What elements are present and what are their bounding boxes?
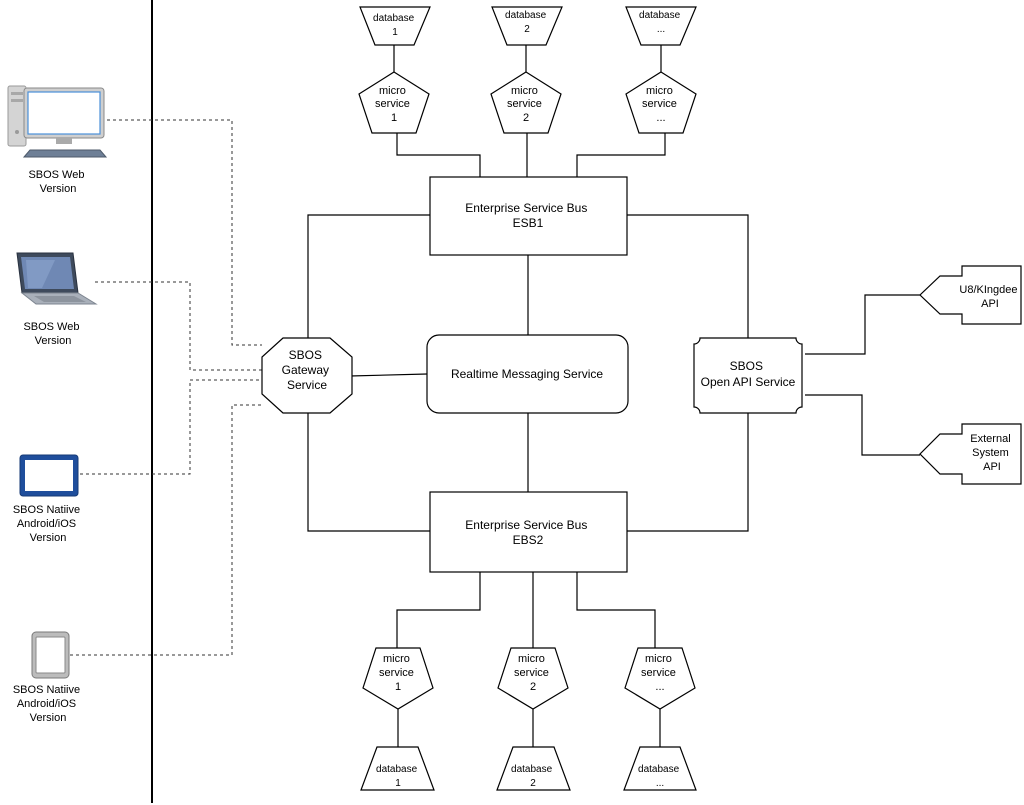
svg-text:database ...: database ... xyxy=(638,764,682,789)
solid-connectors xyxy=(307,45,920,747)
top-database-2[interactable]: database 2 xyxy=(491,6,563,46)
esb2-box[interactable]: Enterprise Service Bus EBS2 xyxy=(429,491,628,573)
gateway-service-node[interactable]: SBOS Gateway Service xyxy=(261,337,353,414)
laptop-icon xyxy=(16,252,98,305)
bottom-database-3[interactable]: database ... xyxy=(623,746,697,791)
tablet-icon xyxy=(19,454,79,497)
esb1-box[interactable]: Enterprise Service Bus ESB1 xyxy=(429,176,628,256)
svg-text:External System AP: External System API xyxy=(970,433,1013,473)
connector-desktop xyxy=(107,119,262,346)
top-database-1[interactable]: database 1 xyxy=(359,6,431,46)
svg-text:database 2: database 2 xyxy=(511,764,555,789)
svg-text:micro service ...: micro service ... xyxy=(641,653,679,693)
bottom-microservice-1[interactable]: micro service 1 xyxy=(362,647,434,710)
svg-text:database 2: database 2 xyxy=(505,10,549,35)
realtime-messaging-service-node[interactable]: Realtime Messaging Service xyxy=(426,334,629,414)
connector-laptop xyxy=(95,281,262,371)
svg-text:SBOS Open API Service: SBOS Open API Service xyxy=(701,359,796,389)
svg-text:U8/KIngdee API: U8/KIngdee API xyxy=(959,284,1020,310)
top-microservice-1[interactable]: micro service 1 xyxy=(358,71,430,134)
kingdee-api-node[interactable]: U8/KIngdee API xyxy=(919,265,1022,325)
client-connectors xyxy=(70,119,262,656)
svg-text:database 1: database 1 xyxy=(373,13,417,38)
svg-text:micro service 2: micro service 2 xyxy=(507,85,545,124)
top-microservice-3[interactable]: micro service ... xyxy=(625,71,697,134)
svg-text:micro service ...: micro service ... xyxy=(642,85,680,124)
phone-label: SBOS Natiive Android/iOS Version xyxy=(13,684,83,724)
svg-text:micro service 1: micro service 1 xyxy=(375,85,413,124)
connector-tablet xyxy=(80,379,262,475)
laptop-label: SBOS Web Version xyxy=(23,321,82,347)
connector-phone xyxy=(70,404,262,656)
bottom-microservice-2[interactable]: micro service 2 xyxy=(497,647,569,710)
bottom-database-1[interactable]: database 1 xyxy=(360,746,435,791)
svg-text:SBOS Gateway Servi: SBOS Gateway Service xyxy=(282,348,333,392)
bottom-microservice-3[interactable]: micro service ... xyxy=(624,647,696,710)
top-microservice-2[interactable]: micro service 2 xyxy=(490,71,562,134)
desktop-computer-icon xyxy=(7,85,108,158)
phone-icon xyxy=(31,631,70,679)
external-system-api-node[interactable]: External System API xyxy=(919,423,1022,485)
svg-text:micro service 1: micro service 1 xyxy=(379,653,417,693)
svg-text:Enterprise Service Bus E: Enterprise Service Bus EBS2 xyxy=(465,518,590,547)
top-database-3[interactable]: database ... xyxy=(625,6,697,46)
open-api-service-node[interactable]: SBOS Open API Service xyxy=(693,337,803,414)
svg-text:database 1: database 1 xyxy=(376,764,420,789)
bottom-database-2[interactable]: database 2 xyxy=(496,746,571,791)
svg-text:Enterprise Service Bus E: Enterprise Service Bus ESB1 xyxy=(465,201,590,230)
svg-text:Realtime Messaging Service: Realtime Messaging Service xyxy=(451,367,603,381)
svg-text:micro service 2: micro service 2 xyxy=(514,653,552,693)
tablet-label: SBOS Natiive Android/iOS Version xyxy=(13,504,83,544)
svg-text:database ...: database ... xyxy=(639,10,683,35)
desktop-label: SBOS Web Version xyxy=(28,169,87,195)
